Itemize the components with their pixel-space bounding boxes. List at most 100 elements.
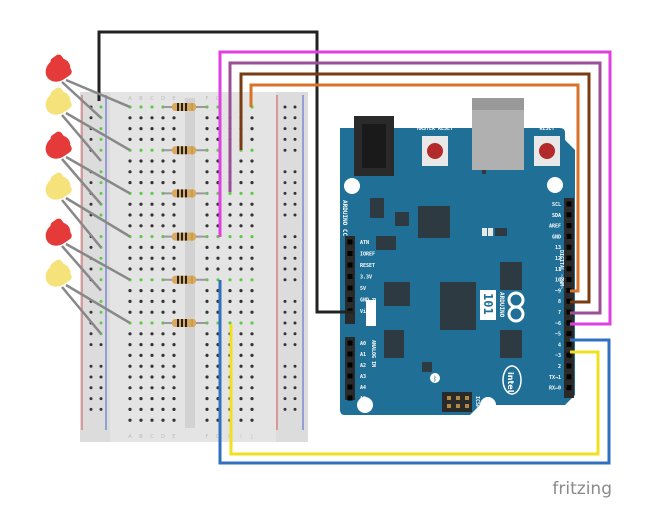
led-yellow[interactable] [40,170,75,205]
column-label: F [206,434,209,440]
breadboard-hole [139,148,143,152]
breadboard-hole [228,191,232,195]
led-red[interactable] [40,216,75,251]
wire-pin7[interactable] [228,61,602,315]
header-pin[interactable] [347,285,353,291]
digital-header [564,198,574,398]
header-pin[interactable] [566,309,572,315]
header-pin[interactable] [566,331,572,337]
resistor[interactable] [163,103,207,111]
wire-pin9[interactable] [249,83,580,293]
header-pin[interactable] [566,352,572,358]
breadboard-hole [128,159,132,163]
breadboard-hole [228,278,232,282]
icsp-pin [465,396,469,400]
breadboard-hole [205,127,209,131]
header-pin[interactable] [566,266,572,272]
header-pin[interactable] [566,277,572,283]
resistors [163,103,207,327]
header-pin[interactable] [566,385,572,391]
digital-header-label: DIGITAL ~PWM~ [558,250,564,289]
breadboard-hole [239,321,243,325]
header-pin[interactable] [347,340,353,346]
rail-hole [89,375,93,379]
breadboard-hole [161,353,165,357]
breadboard-hole [239,310,243,314]
breadboard-hole [161,289,165,293]
breadboard-hole [172,310,176,314]
header-pin[interactable] [566,233,572,239]
resistor[interactable] [163,319,207,327]
led-red[interactable] [40,129,75,164]
rail-hole [293,181,297,185]
rail-hole [293,364,297,368]
breadboard-hole [205,418,209,422]
header-pin[interactable] [566,298,572,304]
resistor-band [177,146,179,155]
pin-label: 2 [558,364,561,370]
breadboard-hole [250,148,254,152]
wire-pin4[interactable] [229,324,600,456]
breadboard-hole [228,202,232,206]
wire-gnd[interactable] [97,30,353,314]
header-pin[interactable] [566,287,572,293]
breadboard-hole [250,278,254,282]
breadboard-hole [172,418,176,422]
breadboard-hole [139,105,143,109]
rail-hole [293,170,297,174]
header-pin[interactable] [347,274,353,279]
breadboard-hole [239,278,243,282]
pin-label: SCL [552,202,561,208]
header-pin[interactable] [566,320,572,326]
resistor[interactable] [163,146,207,155]
breadboard-hole [250,321,254,325]
breadboard-hole [239,299,243,303]
header-pin[interactable] [566,212,572,218]
header-pin[interactable] [566,255,572,261]
header-pin[interactable] [347,384,353,390]
breadboard-hole [239,245,243,249]
header-pin[interactable] [347,262,353,268]
rail-hole [89,332,93,336]
breadboard-hole [139,245,143,249]
wire-pin6[interactable] [218,50,612,326]
reset-cap[interactable] [539,143,555,159]
rail-hole [283,148,287,152]
resistor[interactable] [163,232,207,241]
header-pin[interactable] [347,239,353,245]
led-leg [61,245,102,292]
rail-hole [99,310,103,314]
rail-hole [89,343,93,347]
master-reset-cap[interactable] [427,143,443,159]
header-pin[interactable] [566,201,572,207]
breadboard-hole [161,332,165,336]
header-pin[interactable] [347,251,353,256]
header-pin[interactable] [566,374,572,380]
header-pin[interactable] [566,223,572,229]
led-yellow[interactable] [40,257,75,292]
breadboard-hole [172,170,176,174]
mount-hole [547,177,563,193]
resistor[interactable] [163,275,207,284]
breadboard-hole [172,245,176,249]
wire-pin8[interactable] [239,72,591,304]
led-red[interactable] [40,52,75,87]
header-pin[interactable] [566,363,572,369]
breadboard-hole [250,386,254,390]
header-pin[interactable] [347,362,353,368]
header-pin[interactable] [566,341,572,347]
header-pin[interactable] [347,297,353,302]
pin-label: 10 [555,278,561,284]
breadboard-hole [250,191,254,195]
resistor-band [185,146,187,155]
led-yellow[interactable] [40,85,75,120]
header-pin[interactable] [347,395,353,401]
header-pin[interactable] [347,373,353,379]
breadboard-hole [250,116,254,120]
chip [376,236,396,250]
resistor[interactable] [163,189,207,198]
header-pin[interactable] [347,351,353,357]
power-header [345,236,355,324]
header-pin[interactable] [566,244,572,250]
wire-pin5[interactable] [218,280,611,465]
